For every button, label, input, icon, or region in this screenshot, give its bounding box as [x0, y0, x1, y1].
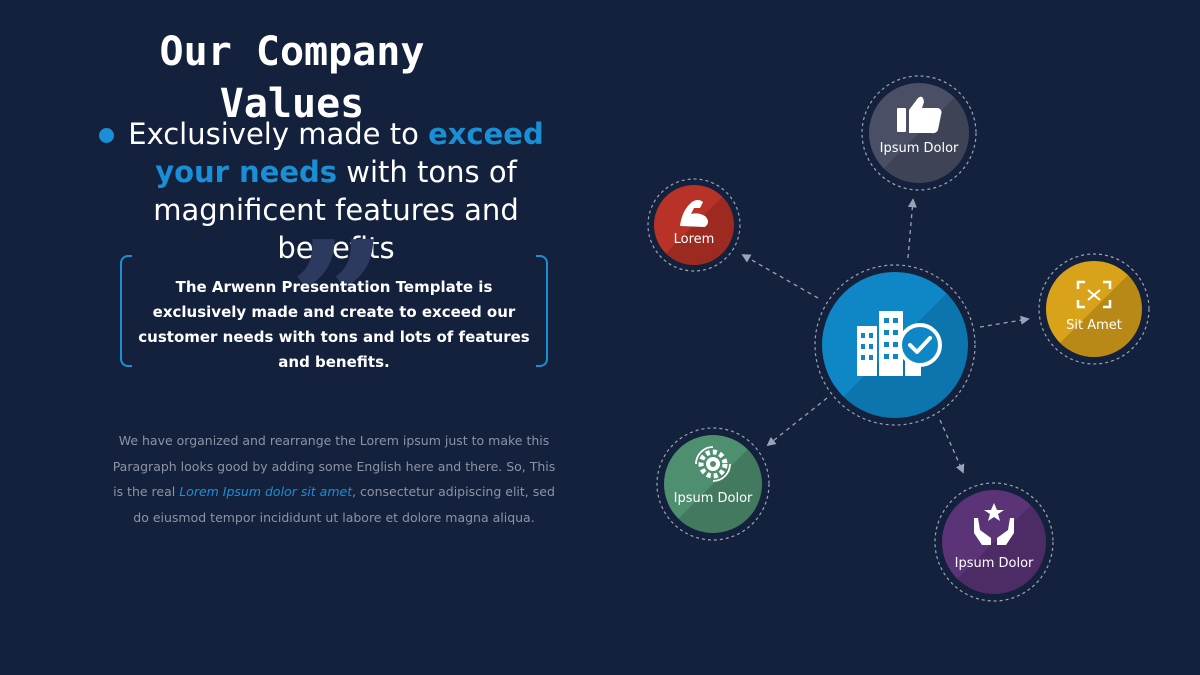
left-bracket	[120, 255, 132, 367]
value-node-ipsum-dolor-top: Ipsum Dolor	[861, 75, 977, 191]
value-node-ipsum-dolor-left: Ipsum Dolor	[656, 427, 770, 541]
connector-left-top	[741, 254, 819, 299]
connector-left-bottom	[766, 397, 828, 447]
node-label: Sit Amet	[1066, 318, 1122, 333]
bullet-dot	[99, 128, 114, 143]
value-node-sit-amet: Sit Amet	[1038, 253, 1150, 365]
paragraph-link[interactable]: Lorem Ipsum dolor sit amet	[179, 484, 353, 499]
body-paragraph: We have organized and rearrange the Lore…	[108, 428, 560, 530]
thumbs-up-icon	[897, 96, 942, 134]
center-node	[814, 264, 976, 426]
headline-text: Exclusively made to	[128, 117, 429, 151]
quote-mark-icon: ”	[289, 204, 387, 404]
paragraph-text-end: , consectetur adipiscing elit, sed do ei…	[133, 484, 555, 525]
node-label: Ipsum Dolor	[955, 556, 1034, 571]
quote-box: ” The Arwenn Presentation Template is ex…	[120, 219, 548, 389]
gear-cycle-icon	[695, 446, 731, 482]
value-node-lorem: Lorem	[647, 178, 741, 272]
headline-highlight: exceed your needs	[155, 117, 544, 189]
connector-top	[907, 198, 917, 259]
hands-star-icon	[974, 503, 1014, 545]
node-label: Ipsum Dolor	[880, 141, 959, 156]
slide-title: Our Company Values	[159, 29, 425, 127]
quote-text: The Arwenn Presentation Template is excl…	[138, 278, 530, 371]
headline: Exclusively made to exceed your needs wi…	[96, 115, 576, 267]
focus-frame-icon	[1076, 280, 1112, 309]
flexed-arm-icon	[680, 200, 708, 227]
paragraph-text: We have organized and rearrange the Lore…	[112, 433, 556, 499]
node-label: Lorem	[674, 232, 715, 247]
connector-bottom-right	[939, 419, 965, 474]
connector-right	[979, 315, 1030, 328]
node-label: Ipsum Dolor	[674, 491, 753, 506]
value-node-ipsum-dolor-bottom: Ipsum Dolor	[934, 482, 1054, 602]
building-check-icon	[857, 311, 942, 376]
headline-text-end: with tons of magnificent features and be…	[153, 155, 519, 265]
right-bracket	[536, 255, 548, 367]
